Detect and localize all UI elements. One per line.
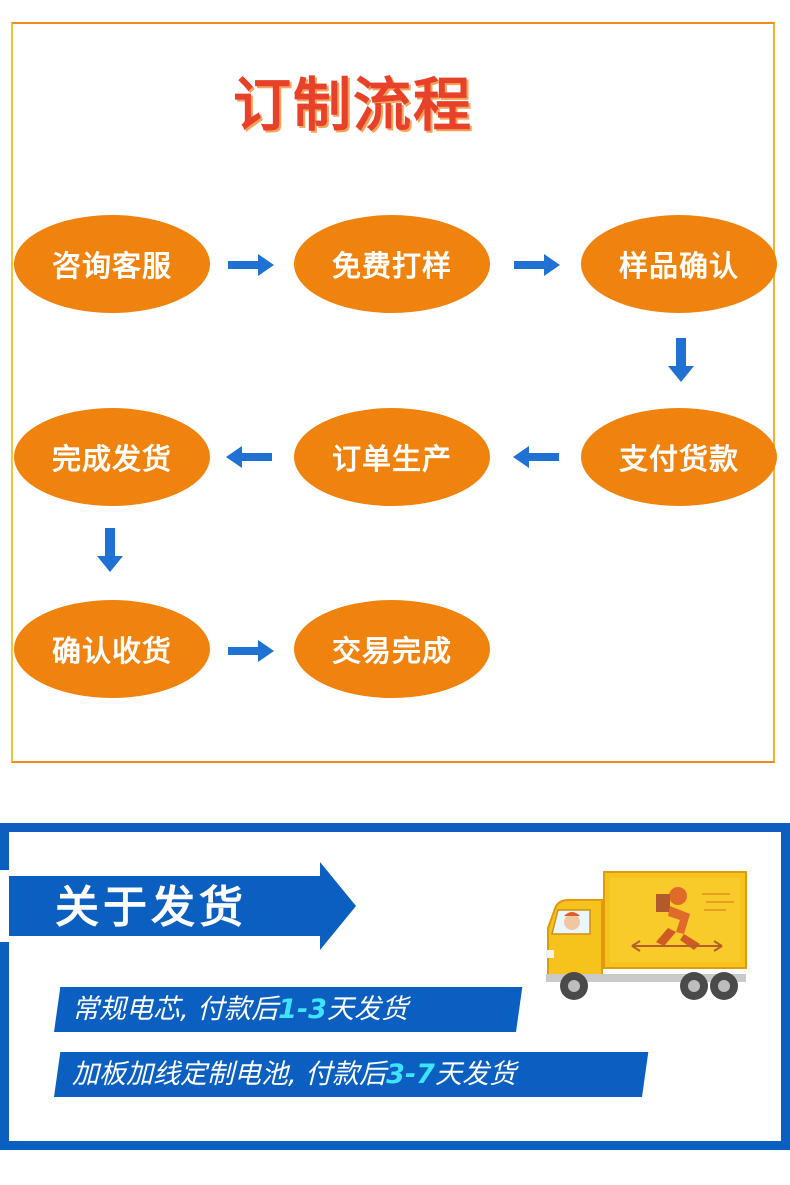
step-consult: 咨询客服 <box>14 215 210 313</box>
delivery-truck-icon <box>544 870 750 1008</box>
arrow-down-icon <box>668 338 694 382</box>
step-receipt: 确认收货 <box>14 600 210 698</box>
step-sample-confirm: 样品确认 <box>581 215 777 313</box>
arrow-right-icon <box>228 254 274 276</box>
step-shipping: 完成发货 <box>14 408 210 506</box>
step-production: 订单生产 <box>294 408 490 506</box>
arrow-right-icon <box>514 254 560 276</box>
shipping-line-custom: 加板加线定制电池, 付款后3-7天发货 <box>72 1059 516 1090</box>
flow-title: 订制流程 <box>233 71 474 139</box>
arrow-left-icon <box>513 446 559 468</box>
step-done: 交易完成 <box>294 600 490 698</box>
arrow-down-icon <box>97 528 123 572</box>
arrow-left-icon <box>226 446 272 468</box>
shipping-banner <box>0 852 364 964</box>
shipping-title: 关于发货 <box>55 882 247 933</box>
step-payment: 支付货款 <box>581 408 777 506</box>
shipping-line-standard: 常规电芯, 付款后1-3天发货 <box>72 994 408 1025</box>
step-sample: 免费打样 <box>294 215 490 313</box>
arrow-right-icon <box>228 640 274 662</box>
flow-frame <box>11 22 775 763</box>
